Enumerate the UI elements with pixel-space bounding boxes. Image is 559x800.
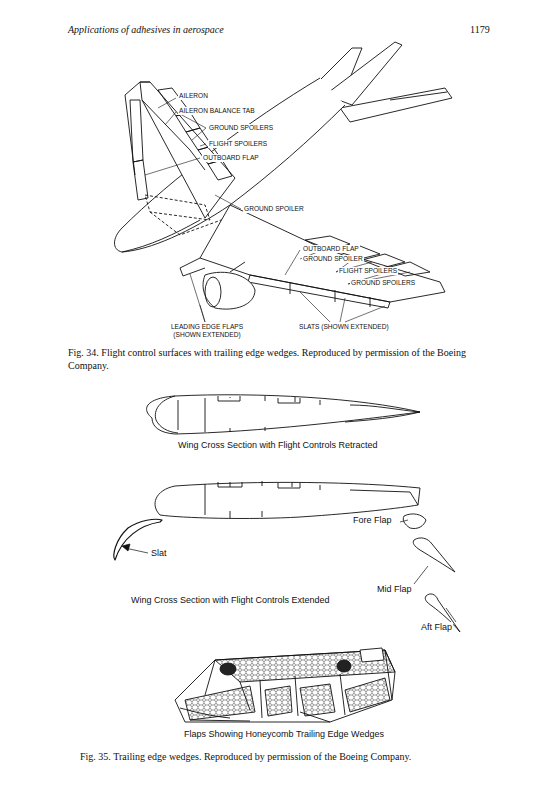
part-label: SLATS (SHOWN EXTENDED)	[298, 323, 390, 331]
leader-lines	[122, 520, 456, 622]
part-label: Slat	[150, 548, 168, 558]
part-label: GROUND SPOILERS	[350, 279, 416, 287]
wing-section-extended	[114, 481, 460, 632]
part-label: AILERON	[178, 92, 209, 100]
part-label: GROUND SPOILER	[243, 205, 305, 213]
section-title: Wing Cross Section with Flight Controls …	[130, 595, 331, 605]
part-label: OUTBOARD FLAP	[302, 245, 360, 253]
part-label: Aft Flap	[420, 622, 453, 632]
airplane	[115, 42, 453, 309]
section-title: Flaps Showing Honeycomb Trailing Edge We…	[183, 729, 385, 739]
honeycomb-flaps	[175, 648, 395, 722]
part-label: OUTBOARD FLAP	[202, 154, 260, 162]
running-head: Applications of adhesives in aerospace	[68, 24, 224, 36]
part-label: FLIGHT SPOILERS	[208, 140, 268, 148]
figure-caption: Fig. 35. Trailing edge wedges. Reproduce…	[80, 750, 500, 763]
section-title: Wing Cross Section with Flight Controls …	[177, 440, 379, 450]
leader-lines	[145, 98, 410, 322]
part-label: FLIGHT SPOILERS	[338, 267, 398, 275]
part-label: LEADING EDGE FLAPS (SHOWN EXTENDED)	[160, 323, 254, 338]
part-label: Mid Flap	[376, 584, 413, 594]
part-label: GROUND SPOILER	[302, 255, 364, 263]
wing-section-retracted	[147, 395, 420, 434]
part-label: GROUND SPOILERS	[208, 124, 274, 132]
figure-caption: Fig. 34. Flight control surfaces with tr…	[68, 346, 498, 372]
part-label: AILERON BALANCE TAB	[178, 107, 256, 115]
part-label: Fore Flap	[352, 515, 393, 525]
page-number: 1179	[470, 24, 490, 36]
